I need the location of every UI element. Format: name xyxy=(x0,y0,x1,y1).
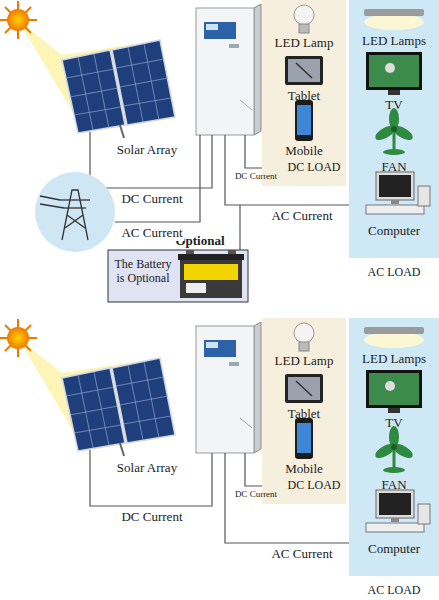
node-text: Computer xyxy=(368,542,420,557)
grid-symbol xyxy=(35,172,115,252)
node-text: Computer xyxy=(368,224,420,239)
top-panel-art xyxy=(0,0,439,258)
node-box: LED LampTabletMobile DC LOAD xyxy=(262,0,346,186)
node-text: TV xyxy=(385,98,402,113)
node-box: LED LampsTVFANComputerAC LOAD xyxy=(349,0,439,258)
node-box: LED LampsTVFANComputerAC LOAD xyxy=(349,318,439,576)
node-text: Mobile xyxy=(285,462,323,477)
node-box: Solar Array xyxy=(95,40,195,160)
node-text: Solar Array xyxy=(117,461,177,476)
node-text: Tablet xyxy=(288,89,320,104)
wire-label: AC Current xyxy=(269,547,334,562)
wire-label: DC Current xyxy=(119,192,184,207)
node-text: FAN xyxy=(381,478,406,493)
node-text: DC LOAD xyxy=(288,479,341,493)
wire-label: AC Current xyxy=(119,226,184,241)
node-box: LED LampTabletMobile DC LOAD xyxy=(262,318,346,504)
node-text: Mobile xyxy=(285,144,323,159)
node-text: LED Lamps xyxy=(362,352,426,367)
node-text: FAN xyxy=(381,160,406,175)
node-box: Solar Array xyxy=(95,358,195,478)
node-box: OptionalThe Battery is Optional xyxy=(106,232,251,304)
node-text: LED Lamps xyxy=(362,34,426,49)
node-text: AC LOAD xyxy=(368,266,421,280)
wire-label: DC Current xyxy=(119,510,184,525)
node-text: AC LOAD xyxy=(368,584,421,598)
node-text: Tablet xyxy=(288,407,320,422)
node-text: TV xyxy=(385,416,402,431)
node-text: The Battery is Optional xyxy=(110,258,176,286)
wire-label: AC Current xyxy=(269,209,334,224)
node-text: DC LOAD xyxy=(288,161,341,175)
wires xyxy=(115,135,349,543)
battery-picture xyxy=(108,250,248,302)
node-text: Solar Array xyxy=(117,143,177,158)
bottom-panel-art xyxy=(0,318,439,576)
wire-label: DC Current xyxy=(233,489,279,499)
wire-label: DC Current xyxy=(233,171,279,181)
node-text: LED Lamp xyxy=(275,36,334,51)
node-text: LED Lamp xyxy=(275,354,334,369)
